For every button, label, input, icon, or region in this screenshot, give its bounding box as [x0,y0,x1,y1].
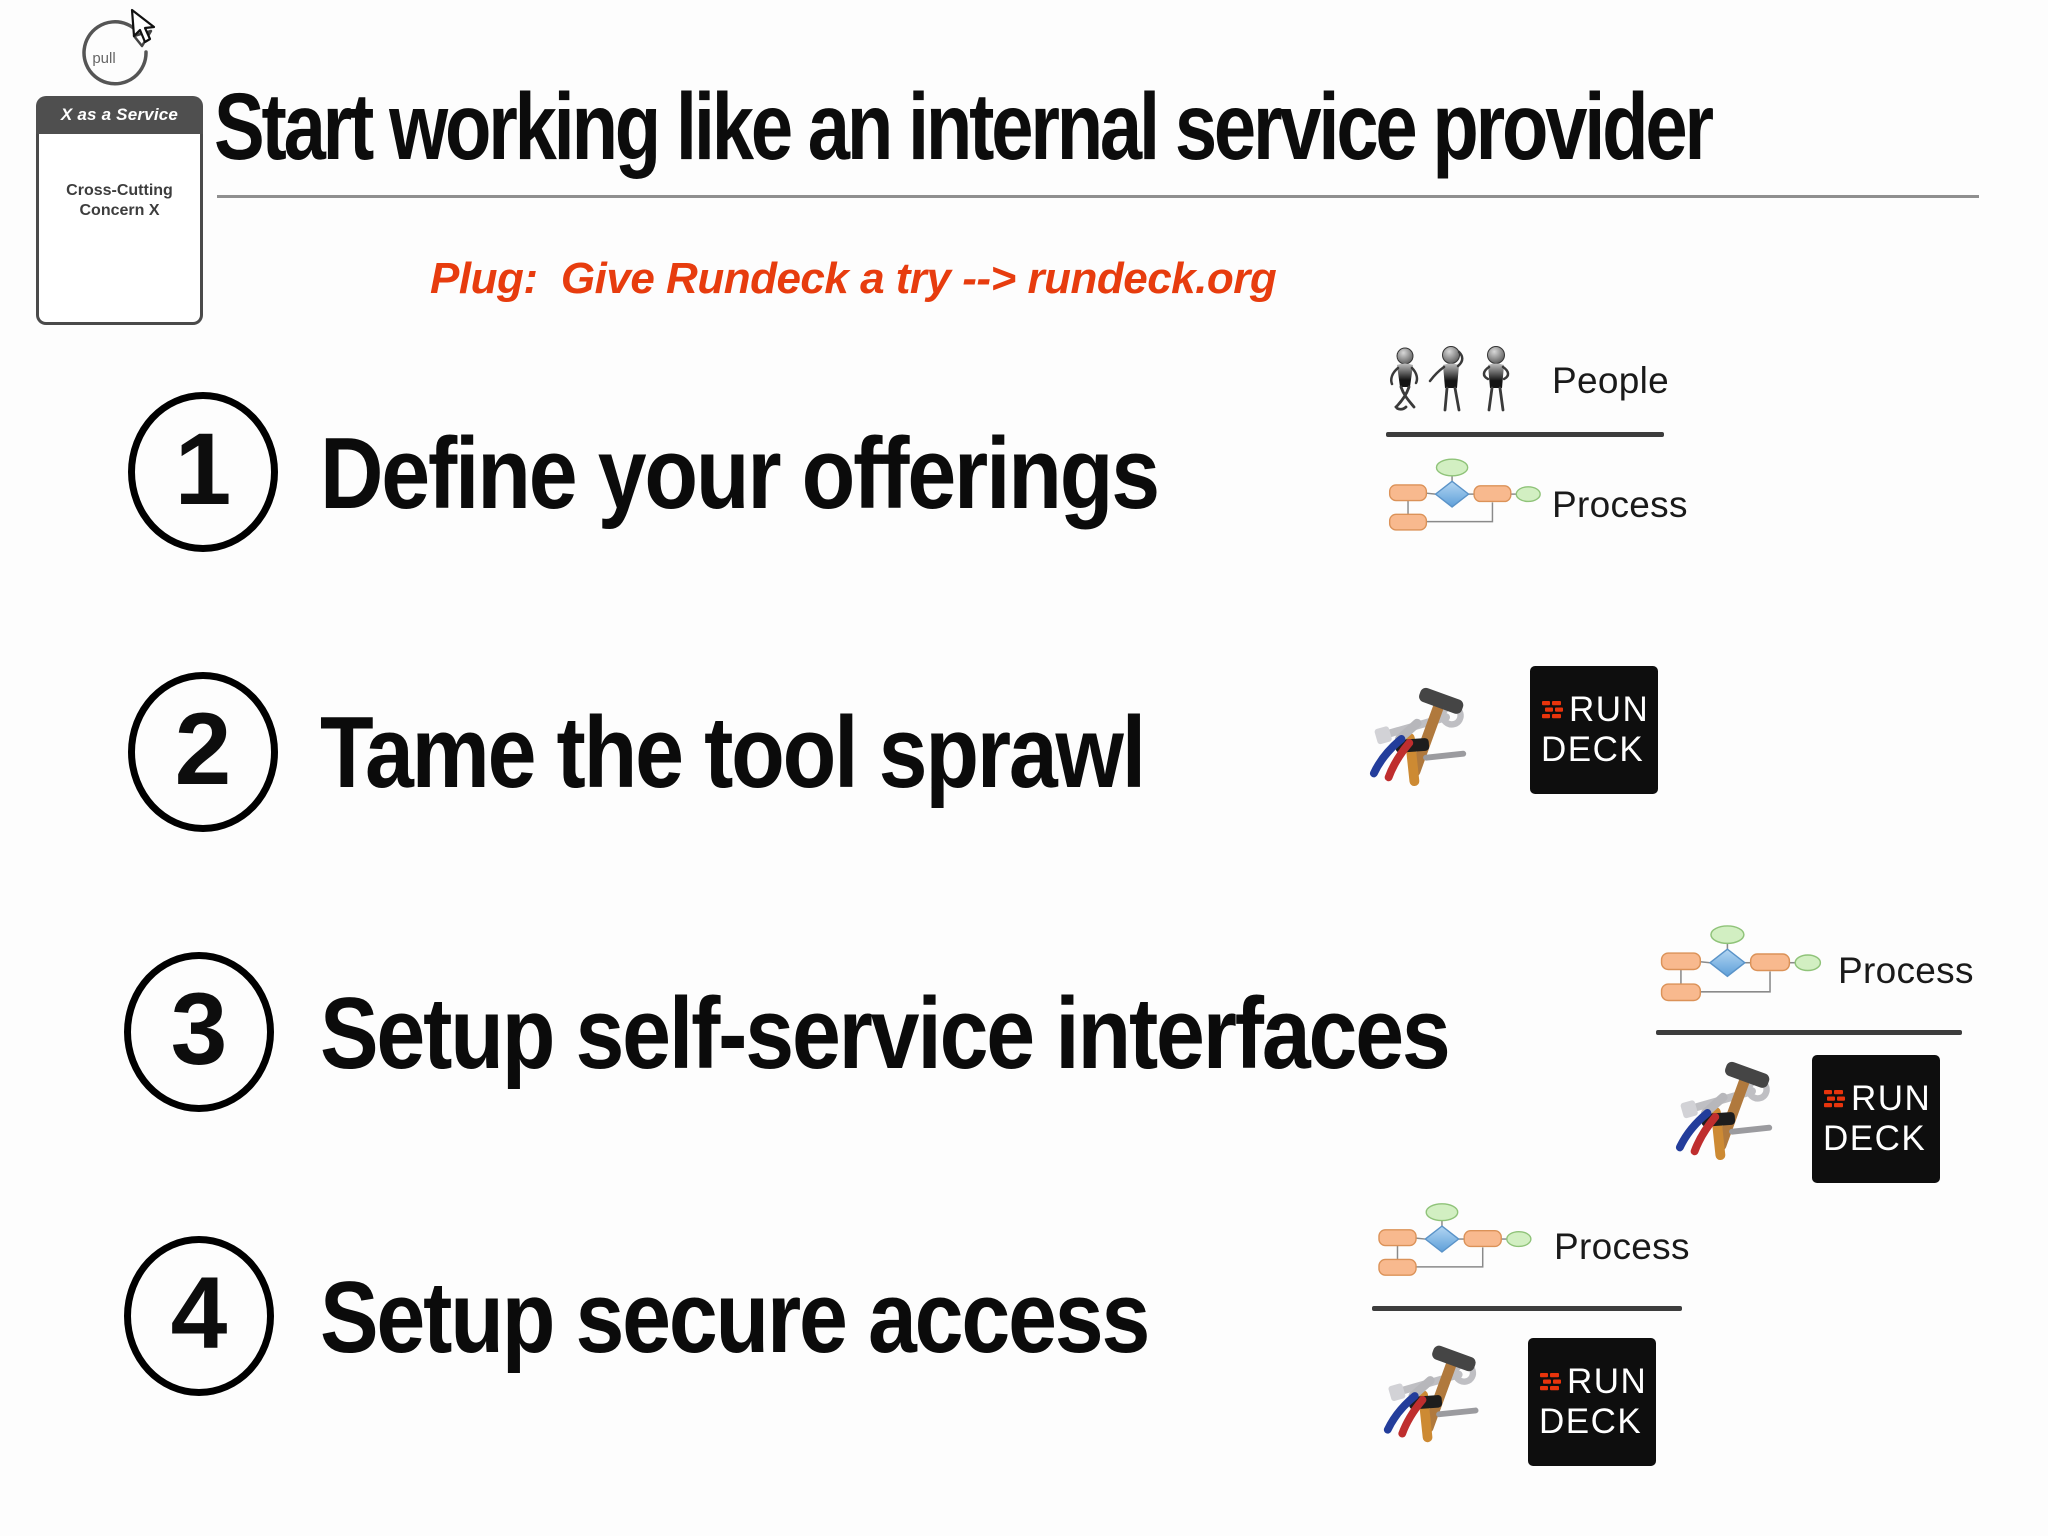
rundeck-logo: RUN DECK [1530,666,1658,794]
process-flow-icon [1660,925,1822,1002]
rundeck-chevron-icon [1824,1089,1845,1108]
tools-icon [1383,1345,1479,1443]
card-body-line1: Cross-Cutting [66,182,173,199]
tools-icon [1369,687,1467,787]
step-4-number: 4 [170,1255,228,1370]
step-2-number: 2 [174,691,232,806]
step-1-number-circle: 1 [128,392,278,552]
pull-label: pull [92,50,115,67]
process-flow-icon [1378,1203,1532,1276]
rundeck-word-deck: DECK [1823,1119,1927,1158]
rundeck-word-run: RUN [1851,1078,1932,1118]
step-3-label: Setup self-service interfaces [320,978,1451,1090]
card-header: X as a Service [36,96,203,134]
step-1-number: 1 [174,411,232,526]
legend-divider [1386,432,1664,437]
legend-divider [1372,1306,1682,1311]
process-label: Process [1552,484,1688,525]
title-underline [217,195,1979,198]
rundeck-word-deck: DECK [1541,730,1645,769]
step-3-number-circle: 3 [124,952,274,1112]
step-2-label: Tame the tool sprawl [320,697,1146,809]
plug-text: Plug: Give Rundeck a try --> rundeck.org [430,254,1277,303]
slide-title: Start working like an internal service p… [214,74,1714,180]
step-4-number-circle: 4 [124,1236,274,1396]
step-1-label: Define your offerings [320,418,1160,530]
tools-icon [1675,1061,1773,1161]
rundeck-logo: RUN DECK [1812,1055,1940,1183]
rundeck-chevron-icon [1542,700,1563,719]
card-body: Cross-Cutting Concern X [36,134,203,325]
step-4-label: Setup secure access [320,1262,1150,1374]
process-flow-icon [1388,458,1541,531]
process-label: Process [1838,950,1974,991]
people-icon [1390,346,1510,412]
rundeck-word-run: RUN [1567,1361,1648,1401]
people-label: People [1552,360,1670,401]
rundeck-word-run: RUN [1569,689,1650,729]
card-body-line2: Concern X [79,202,160,219]
rundeck-logo: RUN DECK [1528,1338,1656,1466]
rundeck-word-deck: DECK [1539,1402,1643,1441]
rundeck-chevron-icon [1540,1372,1561,1391]
step-3-number: 3 [170,971,228,1086]
legend-divider [1656,1030,1962,1035]
x-as-a-service-card: X as a Service Cross-Cutting Concern X [36,96,203,325]
process-label: Process [1554,1226,1690,1267]
mouse-cursor-icon [130,8,156,44]
step-2-number-circle: 2 [128,672,278,832]
